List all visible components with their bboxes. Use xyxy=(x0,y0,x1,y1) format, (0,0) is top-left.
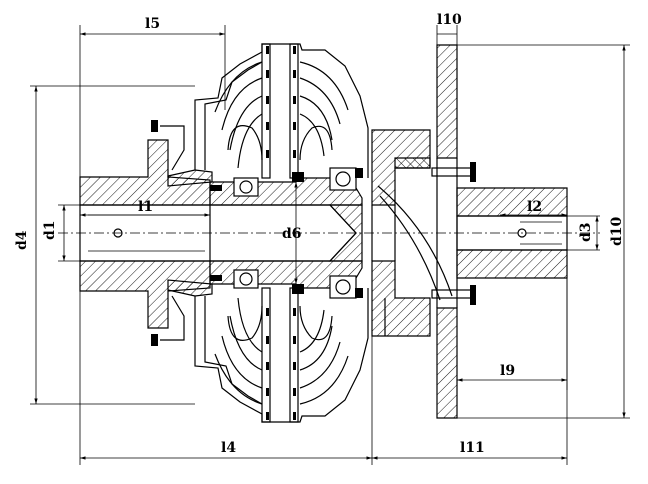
label-d3: d3 xyxy=(578,222,594,242)
label-l5: l5 xyxy=(145,16,160,32)
label-l1: l1 xyxy=(138,199,153,215)
left-hub xyxy=(79,120,211,346)
coupling-housing-upper xyxy=(167,43,369,187)
label-l4: l4 xyxy=(221,440,236,456)
label-d6: d6 xyxy=(282,226,302,242)
label-l10: l10 xyxy=(437,12,462,28)
bearings xyxy=(210,167,363,299)
label-d1: d1 xyxy=(42,220,58,240)
label-d4: d4 xyxy=(14,230,30,250)
label-l11: l11 xyxy=(460,440,485,456)
dimension-labels: l5 l10 l1 l2 d6 l9 l4 l11 d4 d1 d3 d10 xyxy=(14,12,625,456)
dimension-lines xyxy=(30,25,630,465)
label-d10: d10 xyxy=(609,216,625,246)
coupling-housing-lower xyxy=(167,279,369,423)
label-l2: l2 xyxy=(527,199,542,215)
right-coupling xyxy=(371,44,568,419)
label-l9: l9 xyxy=(500,363,515,379)
